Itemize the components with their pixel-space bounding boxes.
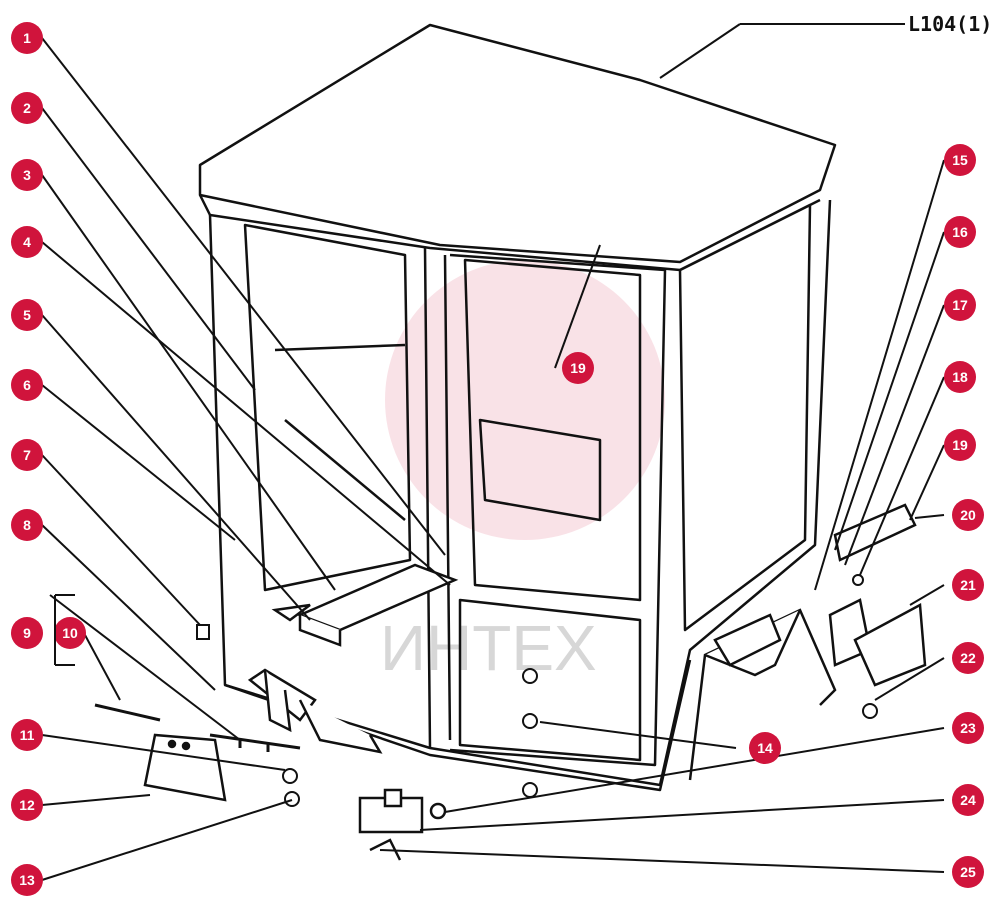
callout-markers — [11, 22, 984, 896]
callout-9 — [11, 617, 43, 649]
mounting-plate — [143, 733, 227, 802]
callout-2 — [11, 92, 43, 124]
callout-14 — [749, 732, 781, 764]
callout-label-25: 25 — [960, 864, 976, 880]
callout-20 — [952, 499, 984, 531]
callout-label-2: 2 — [23, 100, 31, 116]
callout-label-22: 22 — [960, 650, 976, 666]
callout-label-16: 16 — [952, 224, 968, 240]
callout-19 — [944, 429, 976, 461]
callout-label-1: 1 — [23, 30, 31, 46]
callout-label-7: 7 — [23, 447, 31, 463]
callout-10 — [54, 617, 86, 649]
callout-3 — [11, 159, 43, 191]
center-pillar — [423, 247, 452, 749]
callout-6 — [11, 369, 43, 401]
callout-label-20: 20 — [960, 507, 976, 523]
callout-label-23: 23 — [960, 720, 976, 736]
callout-13 — [11, 864, 43, 896]
callout-label-21: 21 — [960, 577, 976, 593]
right-step-bracket — [688, 608, 837, 781]
callout-label-19-inner: 19 — [570, 360, 586, 376]
latch-assembly — [358, 788, 447, 861]
callout-16 — [944, 216, 976, 248]
callout-18 — [944, 361, 976, 393]
callout-label-19: 19 — [952, 437, 968, 453]
rod — [94, 703, 161, 722]
callout-7 — [11, 439, 43, 471]
callout-11 — [11, 719, 43, 751]
mirror-cover — [853, 602, 927, 687]
callout-label-5: 5 — [23, 307, 31, 323]
callout-label-9: 9 — [23, 625, 31, 641]
figure-id-label: L104(1) — [908, 12, 992, 36]
callout-bracket-9-10 — [54, 594, 75, 666]
callout-19-inner — [562, 352, 594, 384]
watermark-logo — [385, 260, 665, 540]
callout-1 — [11, 22, 43, 54]
callout-17 — [944, 289, 976, 321]
callout-label-17: 17 — [952, 297, 968, 313]
callout-label-18: 18 — [952, 369, 968, 385]
callout-label-14: 14 — [757, 740, 773, 756]
callout-22 — [952, 642, 984, 674]
callout-label-15: 15 — [952, 152, 968, 168]
callout-5 — [11, 299, 43, 331]
callout-23 — [952, 712, 984, 744]
callout-4 — [11, 226, 43, 258]
pin-assembly — [209, 733, 301, 752]
left-step-bracket — [247, 668, 383, 754]
callout-label-10: 10 — [62, 625, 78, 641]
door-lower-panel — [458, 598, 642, 762]
figure-id-leader — [659, 23, 741, 79]
right-window-frame — [678, 203, 812, 632]
callout-15 — [944, 144, 976, 176]
watermark-text: ИНТЕХ — [380, 612, 597, 684]
door-frame — [449, 253, 667, 767]
left-window-diagonal — [284, 419, 406, 521]
callout-leaders — [41, 37, 945, 881]
callout-label-4: 4 — [23, 234, 31, 250]
callout-12 — [11, 789, 43, 821]
callout-labels: 1 2 3 4 5 6 7 8 9 10 11 12 13 14 15 16 1… — [19, 30, 976, 888]
callout-label-12: 12 — [19, 797, 35, 813]
left-window-frame — [243, 223, 412, 592]
callout-21 — [952, 569, 984, 601]
door-window — [463, 258, 642, 602]
cab-assembly — [198, 23, 837, 792]
left-window-inner — [274, 343, 406, 352]
callout-25 — [952, 856, 984, 888]
door-inner-window — [478, 418, 602, 522]
callout-label-8: 8 — [23, 517, 31, 533]
callout-24 — [952, 784, 984, 816]
callout-label-13: 13 — [19, 872, 35, 888]
cab-roof — [198, 23, 837, 264]
callout-8 — [11, 509, 43, 541]
callout-label-3: 3 — [23, 167, 31, 183]
callout-label-6: 6 — [23, 377, 31, 393]
callout-label-11: 11 — [20, 727, 35, 743]
fasteners-left — [196, 624, 300, 807]
callout-label-24: 24 — [960, 792, 976, 808]
